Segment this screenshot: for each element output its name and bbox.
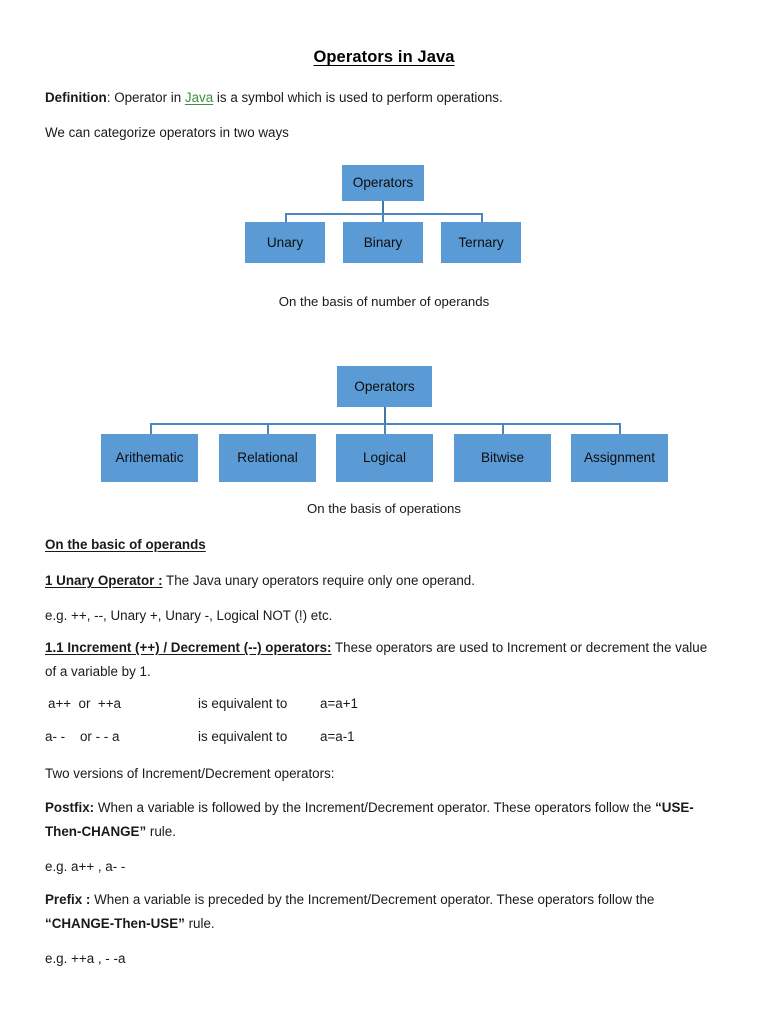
equivalence-row-decrement: a- - or - - a is equivalent to a=a-1: [45, 729, 355, 744]
unary-operator-text: The Java unary operators require only on…: [162, 573, 475, 588]
diagram1-node-ternary: Ternary: [441, 222, 521, 263]
categorize-paragraph: We can categorize operators in two ways: [45, 125, 289, 140]
postfix-rule: “USE-Then-CHANGE”: [45, 800, 694, 839]
increment-decrement-paragraph: 1.1 Increment (++) / Decrement (--) oper…: [45, 636, 708, 683]
diagram2-node-bitwise: Bitwise: [454, 434, 551, 482]
page-title-text: Operators in Java: [313, 48, 455, 66]
prefix-label: Prefix :: [45, 892, 91, 907]
definition-paragraph: Definition: Operator in Java is a symbol…: [45, 86, 708, 110]
postfix-text-b: rule.: [146, 823, 176, 839]
diagram1-branch-left: [285, 213, 287, 223]
prefix-rule: “CHANGE-Then-USE”: [45, 915, 185, 931]
diagram2-node-logical: Logical: [336, 434, 433, 482]
diagram1-root-stem: [382, 201, 385, 214]
diagram2-branch-4: [502, 423, 504, 434]
page-title: Operators in Java: [45, 48, 723, 67]
diagram1-caption: On the basis of number of operands: [278, 294, 490, 309]
unary-example-paragraph: e.g. ++, --, Unary +, Unary -, Logical N…: [45, 608, 333, 623]
equivalence-middle-1: is equivalent to: [198, 696, 288, 711]
diagram2-node-relational: Relational: [219, 434, 316, 482]
prefix-example-paragraph: e.g. ++a , - -a: [45, 951, 126, 966]
diagram1-branch-mid: [382, 213, 384, 223]
increment-decrement-text: These operators are used to Increment or…: [45, 640, 708, 679]
diagram2-node-arithematic: Arithematic: [101, 434, 198, 482]
equivalence-middle-2: is equivalent to: [198, 729, 288, 744]
prefix-text-a: When a variable is preceded by the Incre…: [90, 892, 655, 907]
section-heading-operands: On the basic of operands: [45, 537, 206, 552]
diagram2-node-assignment: Assignment: [571, 434, 668, 482]
diagram1-root-node: Operators: [342, 165, 424, 201]
definition-text-a: : Operator in: [106, 90, 185, 105]
diagram2-caption: On the basis of operations: [307, 501, 461, 516]
diagram1-node-unary: Unary: [245, 222, 325, 263]
postfix-example-paragraph: e.g. a++ , a- -: [45, 859, 126, 874]
equivalence-left-2: a- - or - - a: [45, 729, 120, 744]
two-versions-paragraph: Two versions of Increment/Decrement oper…: [45, 766, 335, 781]
diagram2-root-stem: [384, 407, 387, 424]
equivalence-left-1: a++ or ++a: [48, 696, 121, 711]
postfix-label: Postfix:: [45, 800, 95, 815]
postfix-paragraph: Postfix: When a variable is followed by …: [45, 796, 708, 843]
prefix-paragraph: Prefix : When a variable is preceded by …: [45, 888, 708, 935]
unary-operator-heading: 1 Unary Operator :: [45, 573, 163, 588]
equivalence-right-2: a=a-1: [320, 729, 355, 744]
diagram2-root-node: Operators: [337, 366, 432, 407]
diagram2-branch-3: [384, 423, 386, 434]
definition-label: Definition: [45, 90, 107, 105]
diagram2-branch-5: [619, 423, 621, 434]
unary-operator-paragraph: 1 Unary Operator : The Java unary operat…: [45, 569, 708, 593]
diagram2-branch-1: [150, 423, 152, 434]
diagram2-branch-2: [267, 423, 269, 434]
equivalence-row-increment: a++ or ++a is equivalent to a=a+1: [48, 696, 358, 711]
java-link[interactable]: Java: [184, 90, 214, 105]
diagram1-node-binary: Binary: [343, 222, 423, 263]
diagram1-branch-right: [481, 213, 483, 223]
prefix-text-b: rule.: [184, 915, 215, 931]
definition-text-b: is a symbol which is used to perform ope…: [213, 90, 503, 105]
increment-decrement-heading: 1.1 Increment (++) / Decrement (--) oper…: [45, 640, 332, 655]
equivalence-right-1: a=a+1: [320, 696, 358, 711]
postfix-text-a: When a variable is followed by the Incre…: [94, 800, 656, 815]
